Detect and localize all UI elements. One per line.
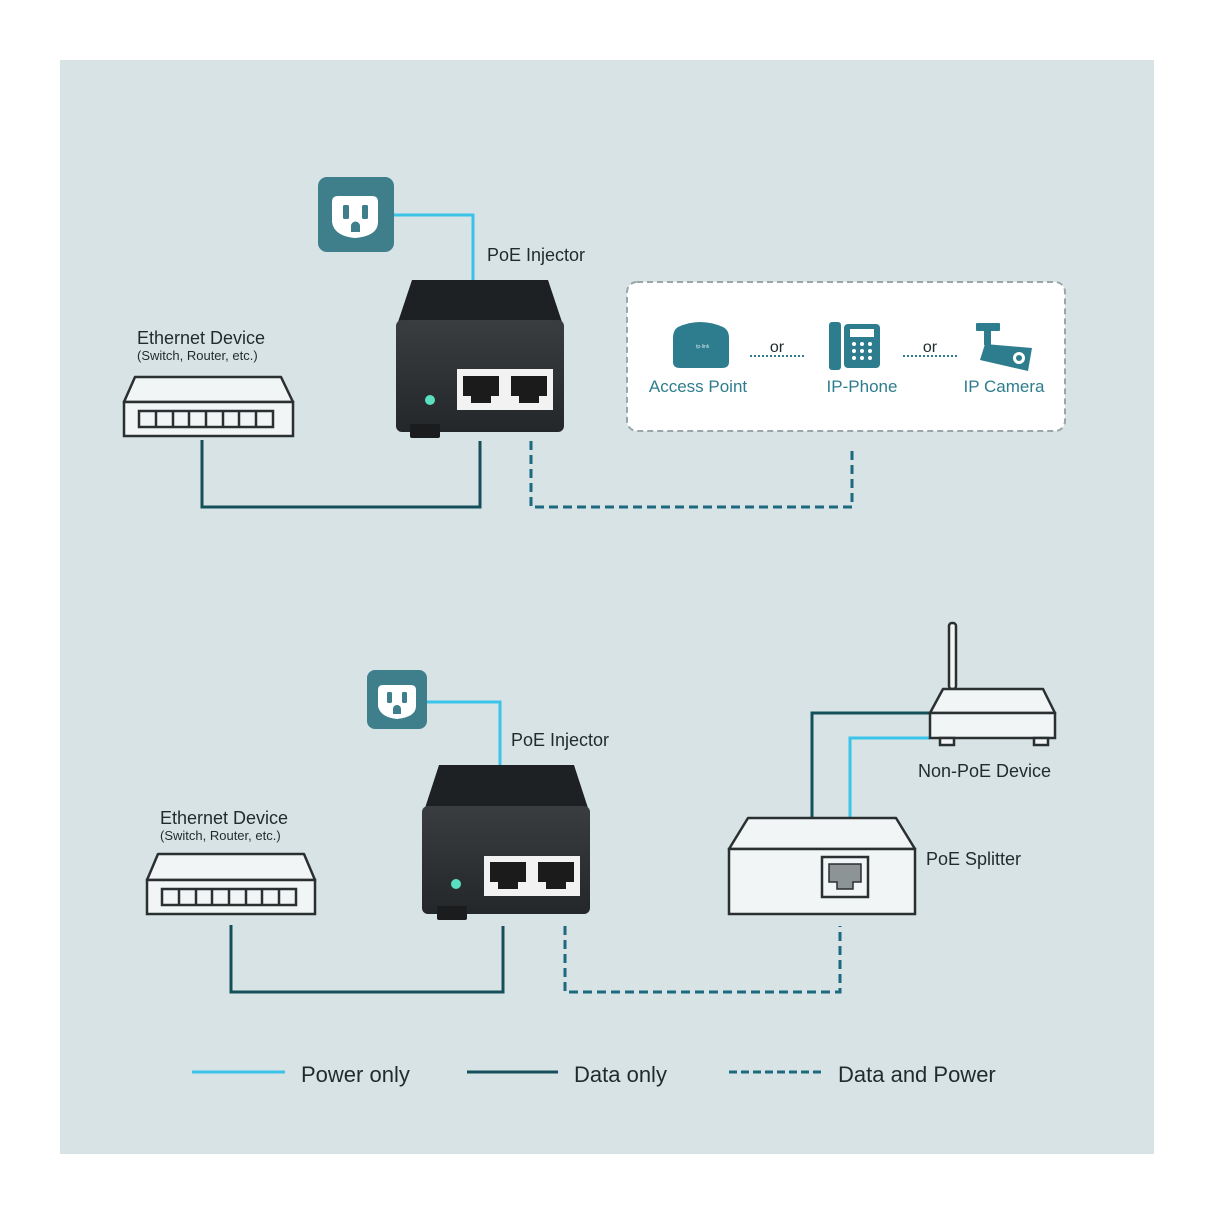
bottom-power-cable xyxy=(426,700,502,766)
top-power-cable xyxy=(393,213,475,282)
poe-injector-device xyxy=(396,280,564,438)
legend-power-only: Power only xyxy=(301,1062,410,1087)
poe-injector-device xyxy=(422,765,590,920)
or-label: or xyxy=(770,339,785,356)
access-point-icon: tp-link xyxy=(673,322,729,368)
top-data-cable xyxy=(200,440,482,509)
ip-phone-label: IP-Phone xyxy=(827,377,898,396)
legend: Power only Data only Data and Power xyxy=(192,1062,996,1087)
access-point-label: Access Point xyxy=(649,377,748,396)
ethernet-switch-icon xyxy=(122,375,295,438)
ip-camera-label: IP Camera xyxy=(964,377,1045,396)
legend-data-only: Data only xyxy=(574,1062,667,1087)
ethernet-port-icon xyxy=(484,856,532,896)
ethernet-device-label: Ethernet Device xyxy=(160,808,288,828)
bottom-data-power-cable xyxy=(563,926,842,994)
poe-splitter-device xyxy=(727,816,917,916)
non-poe-router-icon xyxy=(928,621,1057,747)
ethernet-device-sublabel: (Switch, Router, etc.) xyxy=(137,348,258,363)
ethernet-port-icon xyxy=(457,369,505,410)
poe-splitter-label: PoE Splitter xyxy=(926,849,1021,869)
power-outlet-icon xyxy=(318,177,394,252)
ethernet-port-icon xyxy=(505,369,553,410)
bottom-data-cable xyxy=(229,925,505,994)
splitter-data-cable xyxy=(810,711,930,818)
ethernet-port-icon xyxy=(532,856,580,896)
poe-injector-label: PoE Injector xyxy=(487,245,585,265)
ethernet-port-icon xyxy=(820,855,870,899)
svg-text:tp-link: tp-link xyxy=(696,344,710,350)
ethernet-device-label: Ethernet Device xyxy=(137,328,265,348)
poe-injector-label: PoE Injector xyxy=(511,730,609,750)
status-led-icon xyxy=(425,395,435,405)
legend-data-and-power: Data and Power xyxy=(838,1062,996,1087)
ip-camera-icon xyxy=(976,323,1032,371)
splitter-power-cable xyxy=(848,736,930,818)
diagram-background xyxy=(60,60,1154,1154)
or-label: or xyxy=(923,339,938,356)
ethernet-device-sublabel: (Switch, Router, etc.) xyxy=(160,828,281,843)
status-led-icon xyxy=(451,879,461,889)
non-poe-device-label: Non-PoE Device xyxy=(918,761,1051,781)
ethernet-switch-icon xyxy=(145,852,317,916)
power-outlet-icon xyxy=(367,670,427,729)
top-data-power-cable xyxy=(529,441,854,509)
ip-phone-icon xyxy=(829,322,880,370)
